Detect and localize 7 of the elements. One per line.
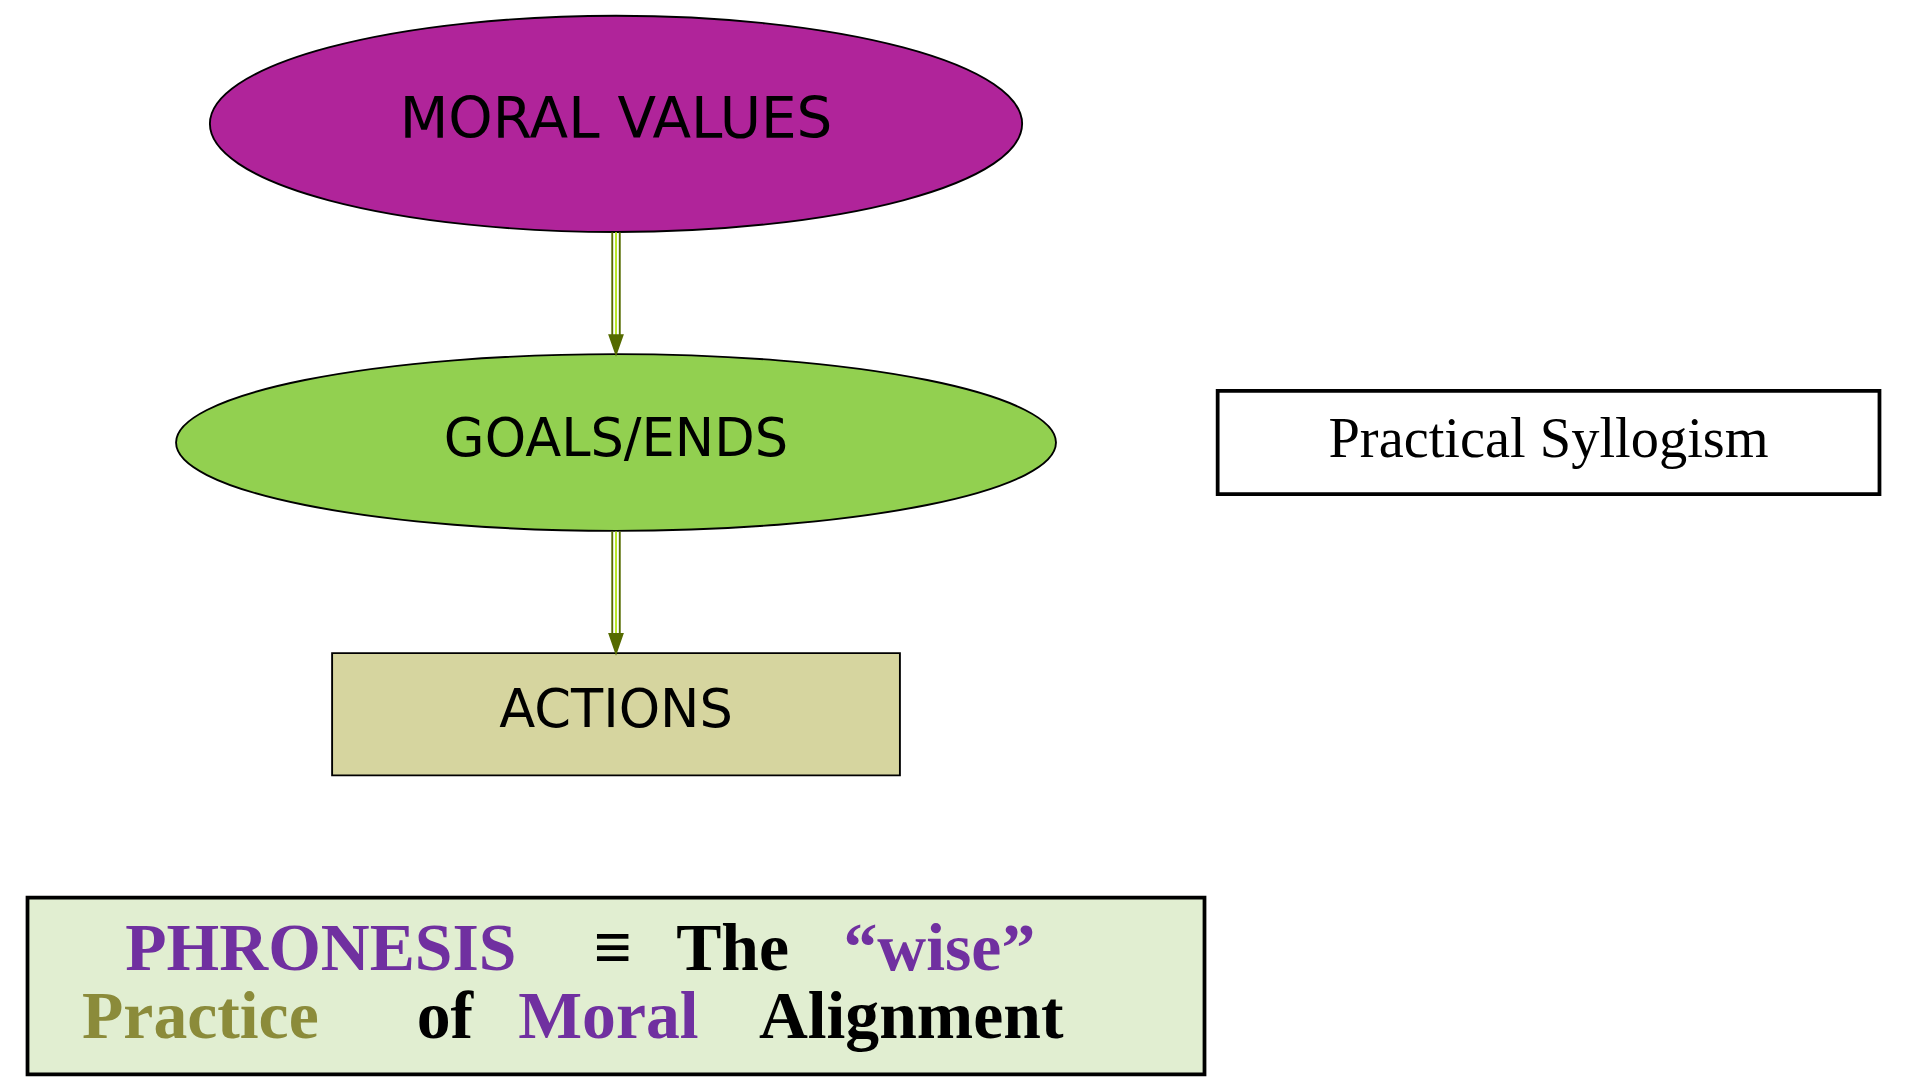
node-ellipse: GOALS/ENDS [174,353,1057,532]
arrow [607,530,624,656]
node-box: ACTIONS [330,652,901,777]
node-box: PHRONESIS ≡ The “wise” Practice of Moral Alignment [25,895,1206,1077]
node-ellipse: MORAL VALUES [208,14,1023,233]
node-box: Practical Syllogism [1215,388,1881,497]
arrow [607,231,624,357]
